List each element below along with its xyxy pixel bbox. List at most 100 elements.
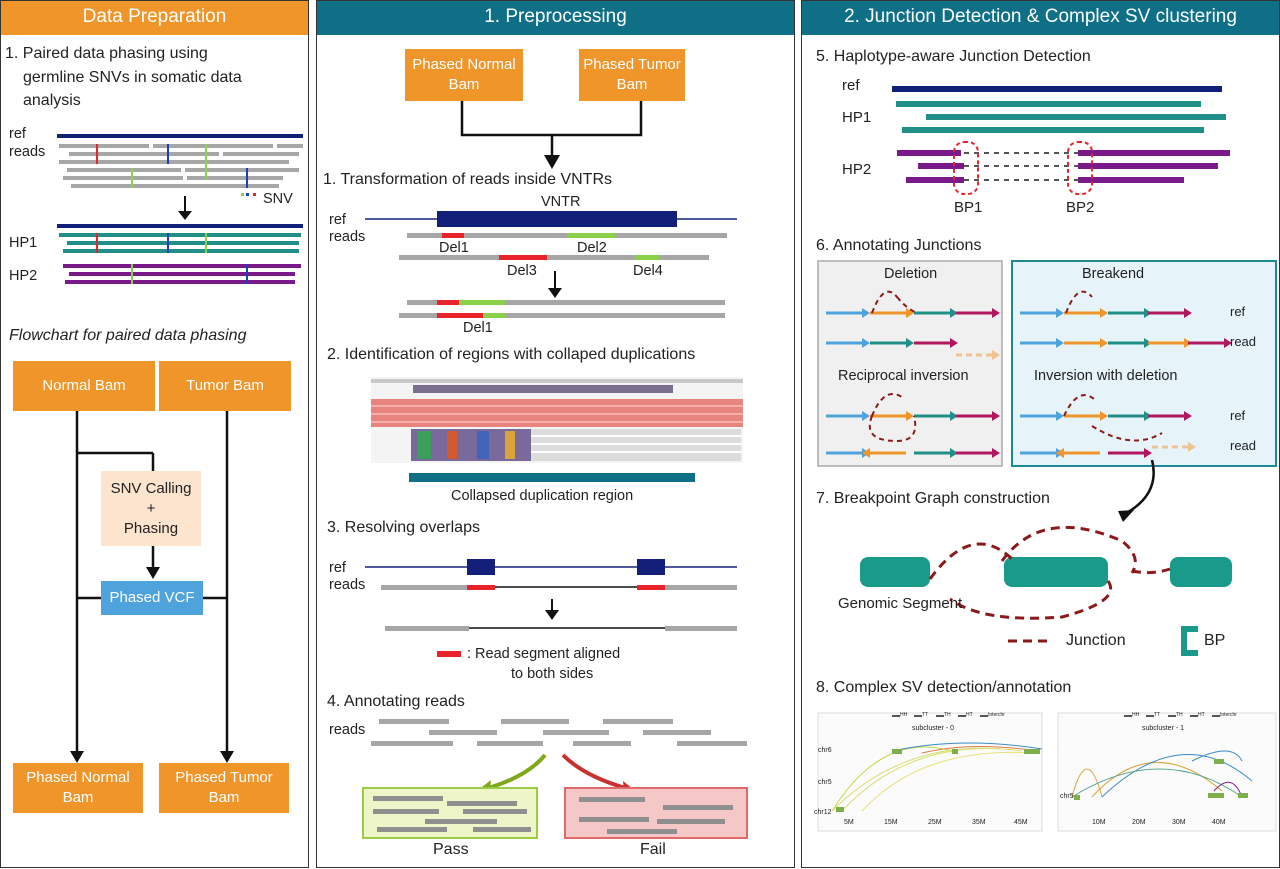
panel-junction-detection: 2. Junction Detection & Complex SV clust… bbox=[801, 0, 1280, 868]
legend-item: HT bbox=[966, 712, 973, 718]
junction-arrow-head bbox=[1224, 338, 1232, 348]
fail-label: Fail bbox=[640, 841, 666, 858]
junction-label: Junction bbox=[1066, 632, 1126, 649]
snv-label: SNV bbox=[263, 191, 293, 207]
genomic-segments bbox=[860, 557, 1232, 587]
x-tick: 10M bbox=[1092, 819, 1106, 826]
junction-arrow-head bbox=[1144, 448, 1152, 458]
genomic-segment-label: Genomic Segment bbox=[838, 595, 963, 612]
flowchart-title: Flowchart for paired data phasing bbox=[9, 327, 247, 344]
step-title: 3. Resolving overlaps bbox=[327, 519, 480, 536]
legend-item: HT bbox=[1198, 712, 1205, 718]
junction-arc bbox=[871, 290, 918, 314]
x-tick: 15M bbox=[884, 819, 898, 826]
legend-text-line2: to both sides bbox=[511, 666, 594, 682]
junction-arrow-head bbox=[1188, 442, 1196, 452]
ref-label-a: ref bbox=[1230, 304, 1246, 319]
bp2-label: BP2 bbox=[1066, 199, 1095, 216]
ref-label-2: ref bbox=[329, 560, 346, 576]
del4-label: Del4 bbox=[633, 263, 663, 279]
del1-label: Del1 bbox=[439, 240, 469, 256]
hp2-label: HP2 bbox=[842, 161, 872, 178]
junction-arrow-head bbox=[906, 338, 914, 348]
junction-arrow-head bbox=[862, 411, 870, 421]
vntr-block bbox=[437, 211, 677, 227]
panel-header: 1. Preprocessing bbox=[317, 1, 794, 35]
hp2-label: HP2 bbox=[9, 268, 38, 284]
junction-arrow-head bbox=[906, 308, 914, 318]
step-title: 2. Identification of regions with collap… bbox=[327, 346, 696, 363]
phased-vcf-label: Phased VCF bbox=[109, 589, 195, 606]
chr-label: chr12 bbox=[814, 809, 832, 816]
phased-tumor-bam-line1: Phased Tumor bbox=[583, 56, 681, 73]
phased-normal-bam-line2: Bam bbox=[448, 76, 480, 93]
x-tick: 45M bbox=[1014, 819, 1028, 826]
read-label-a: read bbox=[1230, 334, 1257, 349]
phased-tumor-bam-line2: Bam bbox=[616, 76, 648, 93]
step-title: 4. Annotating reads bbox=[327, 693, 465, 710]
junction-arrow-head bbox=[906, 411, 914, 421]
legend-item: TH bbox=[944, 712, 951, 718]
step-title-line3: analysis bbox=[23, 92, 81, 109]
step-title: 6. Annotating Junctions bbox=[816, 237, 982, 254]
x-tick: 35M bbox=[972, 819, 986, 826]
step-title: 8. Complex SV detection/annotation bbox=[816, 679, 1072, 696]
preprocessing-diagram bbox=[362, 101, 748, 839]
collapsed-label: Collapsed duplication region bbox=[451, 488, 634, 504]
bp-label: BP bbox=[1204, 632, 1226, 649]
phased-normal-bam-line1: Phased Normal bbox=[26, 769, 130, 786]
x-tick: 25M bbox=[928, 819, 942, 826]
legend-red-swatch bbox=[437, 651, 461, 657]
step-title: 5. Haplotype-aware Junction Detection bbox=[816, 48, 1091, 65]
breakend-box bbox=[1011, 260, 1277, 467]
junction-arrow-head bbox=[992, 350, 1000, 360]
chr-label: chr5 bbox=[818, 779, 832, 786]
phased-tumor-bam-box: Phased Tumor Bam bbox=[579, 49, 685, 101]
legend-text-line1: : Read segment aligned bbox=[467, 646, 621, 662]
junction-arrow-head bbox=[992, 411, 1000, 421]
phased-tumor-bam-line2: Bam bbox=[208, 789, 240, 806]
chr-label: chr5 bbox=[1060, 793, 1074, 800]
junction-arrow-head bbox=[1056, 308, 1064, 318]
panel-header: Data Preparation bbox=[1, 1, 308, 35]
pass-label: Pass bbox=[433, 841, 469, 858]
legend-item: HH bbox=[1132, 712, 1140, 718]
vntr-label: VNTR bbox=[541, 194, 581, 210]
legend-item: Interchr bbox=[1220, 712, 1237, 718]
phased-normal-bam-box: Phased Normal Bam bbox=[405, 49, 523, 101]
hp1-label: HP1 bbox=[9, 235, 38, 251]
phased-normal-bam-line1: Phased Normal bbox=[412, 56, 516, 73]
junction-arrow-head bbox=[862, 448, 870, 458]
junction-arrow-head bbox=[1184, 308, 1192, 318]
phased-tumor-bam-box: Phased Tumor Bam bbox=[159, 763, 289, 813]
ref-label: ref bbox=[842, 77, 860, 94]
junction-arrow-head bbox=[950, 308, 958, 318]
legend-item: Interchr bbox=[988, 712, 1005, 718]
snv-calling-line1: SNV Calling bbox=[110, 479, 192, 497]
junction-arrow-head bbox=[1184, 411, 1192, 421]
x-tick: 30M bbox=[1172, 819, 1186, 826]
reads-label: reads bbox=[329, 229, 366, 245]
tumor-bam-label: Tumor Bam bbox=[186, 377, 264, 394]
junction-arrow-head bbox=[1056, 411, 1064, 421]
x-tick: 5M bbox=[844, 819, 854, 826]
inv-del-label: Inversion with deletion bbox=[1034, 368, 1178, 384]
step-title: 7. Breakpoint Graph construction bbox=[816, 490, 1050, 507]
step-title: 1. Paired data phasing using bbox=[5, 45, 208, 62]
panel-preprocessing: 1. Preprocessing Phased Normal Bam Phase… bbox=[316, 0, 795, 868]
read-label-b: read bbox=[1230, 438, 1257, 453]
junction-arrow-head bbox=[1100, 338, 1108, 348]
chr-label: chr6 bbox=[818, 747, 832, 754]
junction-arrows bbox=[826, 290, 1232, 458]
del3-label: Del3 bbox=[507, 263, 537, 279]
junction-diagram bbox=[817, 86, 1277, 832]
collapsed-region-bar bbox=[409, 473, 695, 482]
ref-bar bbox=[57, 134, 303, 138]
phased-vcf-box: Phased VCF bbox=[101, 581, 203, 615]
tumor-bam-box: Tumor Bam bbox=[159, 361, 291, 411]
junction-arrow-head bbox=[862, 308, 870, 318]
subcluster-1-title: subcluster - 1 bbox=[1142, 725, 1185, 732]
reads-label-3: reads bbox=[329, 722, 366, 738]
subcluster-0-plot bbox=[817, 712, 1043, 832]
junction-arrow-head bbox=[950, 411, 958, 421]
